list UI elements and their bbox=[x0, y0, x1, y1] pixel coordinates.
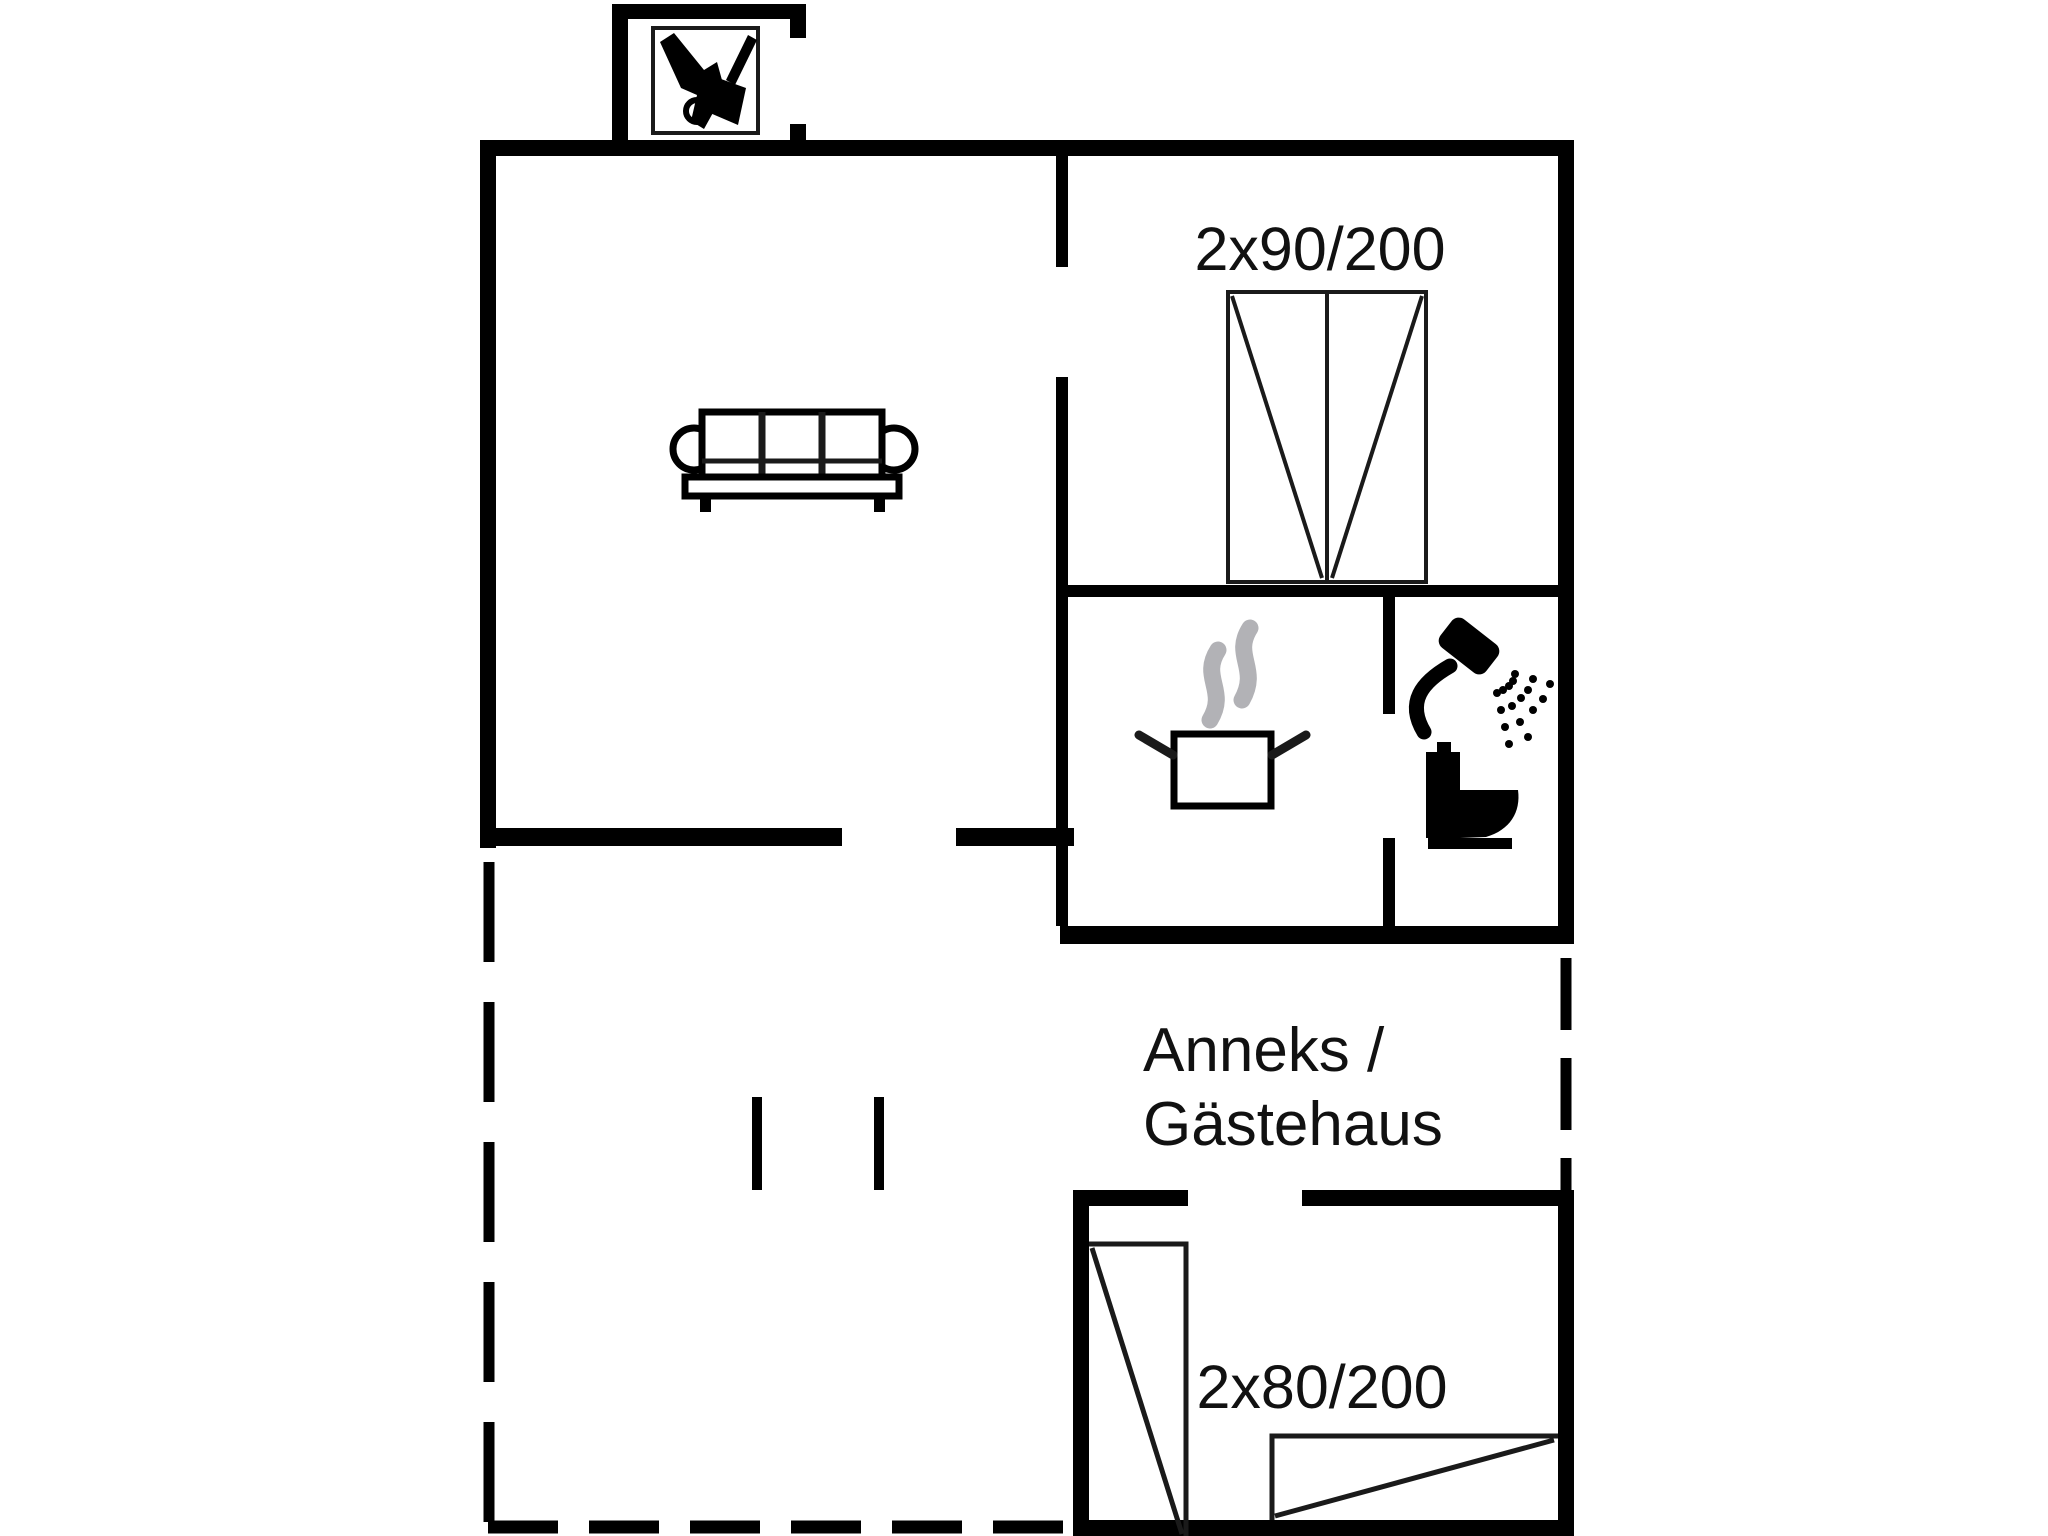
toilet-button bbox=[1437, 742, 1451, 753]
grill-icon bbox=[660, 33, 757, 129]
toilet-bowl bbox=[1460, 790, 1519, 838]
annex-wall-left bbox=[1073, 1190, 1089, 1536]
sofa-leg-left bbox=[700, 496, 711, 512]
terrace-step-mark-left bbox=[752, 1097, 762, 1190]
steam-wisp-right bbox=[1233, 619, 1259, 709]
steam-icon bbox=[1201, 619, 1259, 729]
wall-bathroom-lower bbox=[1383, 838, 1395, 926]
pot-handle-right bbox=[1267, 730, 1311, 760]
pot-handle-left bbox=[1134, 730, 1178, 760]
annex-wall-top-right bbox=[1302, 1190, 1574, 1206]
wall-right bbox=[1558, 140, 1574, 944]
wall-kitchen-top bbox=[1068, 585, 1558, 597]
annex-wall-top-left bbox=[1073, 1190, 1188, 1206]
terrace-dashed-boundary bbox=[483, 862, 1572, 1536]
wall-living-bottom-right bbox=[956, 828, 1074, 846]
toilet-icon bbox=[1426, 742, 1519, 849]
single-bed-horizontal-frame bbox=[1269, 1433, 1558, 1520]
sofa-icon bbox=[669, 408, 919, 512]
toilet-base bbox=[1428, 838, 1512, 849]
double-bed-icon bbox=[1226, 290, 1428, 584]
double-bed-duvet-right bbox=[1330, 295, 1424, 579]
terrace-step-mark-right bbox=[874, 1097, 884, 1190]
grill-niche bbox=[612, 4, 806, 156]
niche-wall-top bbox=[612, 4, 806, 19]
annex-walls bbox=[1073, 1190, 1574, 1536]
grill-tool-right-handle bbox=[726, 35, 757, 85]
wall-kitchen-bottom bbox=[1060, 926, 1574, 944]
niche-wall-right-upper bbox=[790, 4, 806, 38]
single-bed-horizontal-duvet bbox=[1274, 1437, 1555, 1519]
sofa-back bbox=[698, 408, 886, 481]
shower-icon bbox=[1408, 617, 1554, 748]
wall-bedroom-left-lower bbox=[1056, 377, 1068, 926]
annex-title-line1: Anneks / bbox=[1143, 1016, 1385, 1085]
shower-spray-dots bbox=[1493, 670, 1554, 748]
steam-wisp-left bbox=[1201, 641, 1227, 729]
interior-walls bbox=[1056, 156, 1558, 926]
main-house-outer-walls bbox=[480, 140, 1574, 944]
double-bed-duvet-left bbox=[1230, 295, 1324, 579]
single-bed-horizontal-icon bbox=[1269, 1433, 1558, 1520]
shower-head bbox=[1438, 617, 1500, 675]
wall-top bbox=[480, 140, 1574, 156]
wall-living-bottom-left bbox=[480, 828, 842, 846]
grill-ring bbox=[683, 97, 711, 125]
annex-wall-right bbox=[1558, 1190, 1574, 1536]
cooking-pot-icon bbox=[1134, 619, 1311, 810]
toilet-tank bbox=[1426, 752, 1460, 838]
niche-wall-left bbox=[612, 4, 628, 140]
terrace-step-marks bbox=[752, 1097, 884, 1190]
single-bed-vertical-duvet bbox=[1089, 1247, 1185, 1535]
wall-bedroom-left-upper bbox=[1056, 156, 1068, 267]
wall-bathroom-upper bbox=[1383, 597, 1395, 714]
niche-wall-right-lower bbox=[790, 124, 806, 156]
sofa-leg-right bbox=[874, 496, 885, 512]
wall-left bbox=[480, 140, 496, 848]
bedroom-bed-size-label: 2x90/200 bbox=[1194, 215, 1446, 283]
grill-tool-right-head bbox=[710, 79, 746, 125]
sofa-seat bbox=[681, 473, 903, 500]
single-bed-vertical-frame bbox=[1089, 1241, 1189, 1536]
annex-title-line2: Gästehaus bbox=[1143, 1090, 1443, 1159]
annex-bed-size-label: 2x80/200 bbox=[1196, 1353, 1448, 1421]
shower-handle bbox=[1408, 658, 1458, 740]
single-bed-vertical-icon bbox=[1089, 1241, 1189, 1536]
annex-wall-bottom bbox=[1073, 1520, 1574, 1536]
pot-body bbox=[1170, 730, 1275, 810]
